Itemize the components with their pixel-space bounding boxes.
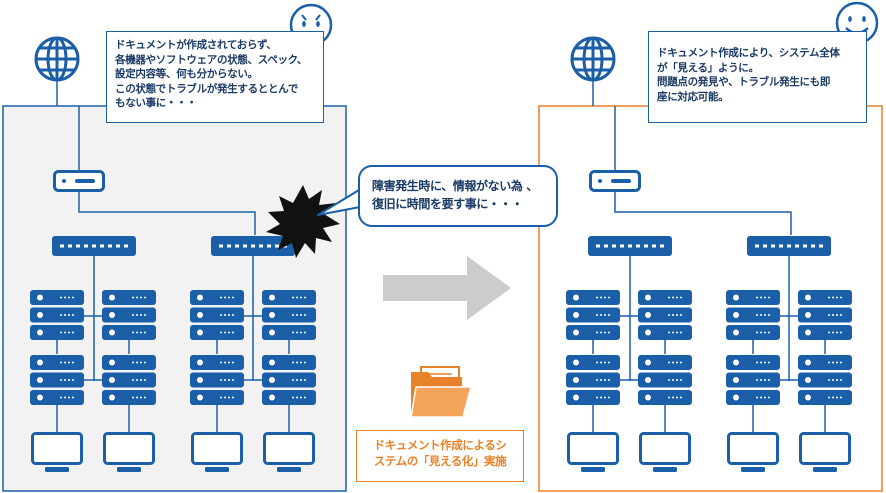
server-icon bbox=[566, 355, 620, 405]
before-problem-note: ドキュメントが作成されておらず、 各機器やソフトウェアの状態、スペック、 設定内… bbox=[106, 31, 324, 123]
server-icon bbox=[190, 355, 244, 405]
router-icon bbox=[589, 170, 641, 192]
server-icon bbox=[798, 355, 852, 405]
server-icon bbox=[190, 290, 244, 340]
server-icon bbox=[566, 290, 620, 340]
internet-globe-icon bbox=[570, 36, 616, 82]
after-benefit-note: ドキュメント作成により、システム全体 が「見える」ように。 問題点の発見や、トラ… bbox=[648, 31, 867, 123]
trouble-speech-bubble: 障害発生時に、情報がない為 、 復旧に時間を要す事に・・・ bbox=[358, 165, 558, 227]
internet-globe-icon bbox=[34, 36, 80, 82]
server-icon bbox=[726, 355, 780, 405]
explosion-burst-icon bbox=[266, 185, 340, 258]
transition-arrow bbox=[383, 256, 511, 320]
switch-icon bbox=[747, 236, 831, 256]
server-icon bbox=[798, 290, 852, 340]
document-folder-icon bbox=[410, 366, 472, 418]
switch-icon bbox=[52, 236, 136, 256]
visualization-caption: ドキュメント作成によるシ ステムの「見える化」実施 bbox=[356, 430, 524, 482]
server-icon bbox=[30, 290, 84, 340]
after-network-lines bbox=[592, 80, 826, 432]
server-icon bbox=[102, 290, 156, 340]
server-icon bbox=[102, 355, 156, 405]
server-icon bbox=[262, 355, 316, 405]
server-icon bbox=[726, 290, 780, 340]
server-icon bbox=[30, 355, 84, 405]
server-icon bbox=[638, 290, 692, 340]
server-icon bbox=[638, 355, 692, 405]
server-icon bbox=[262, 290, 316, 340]
router-icon bbox=[53, 170, 105, 192]
switch-icon bbox=[588, 236, 672, 256]
